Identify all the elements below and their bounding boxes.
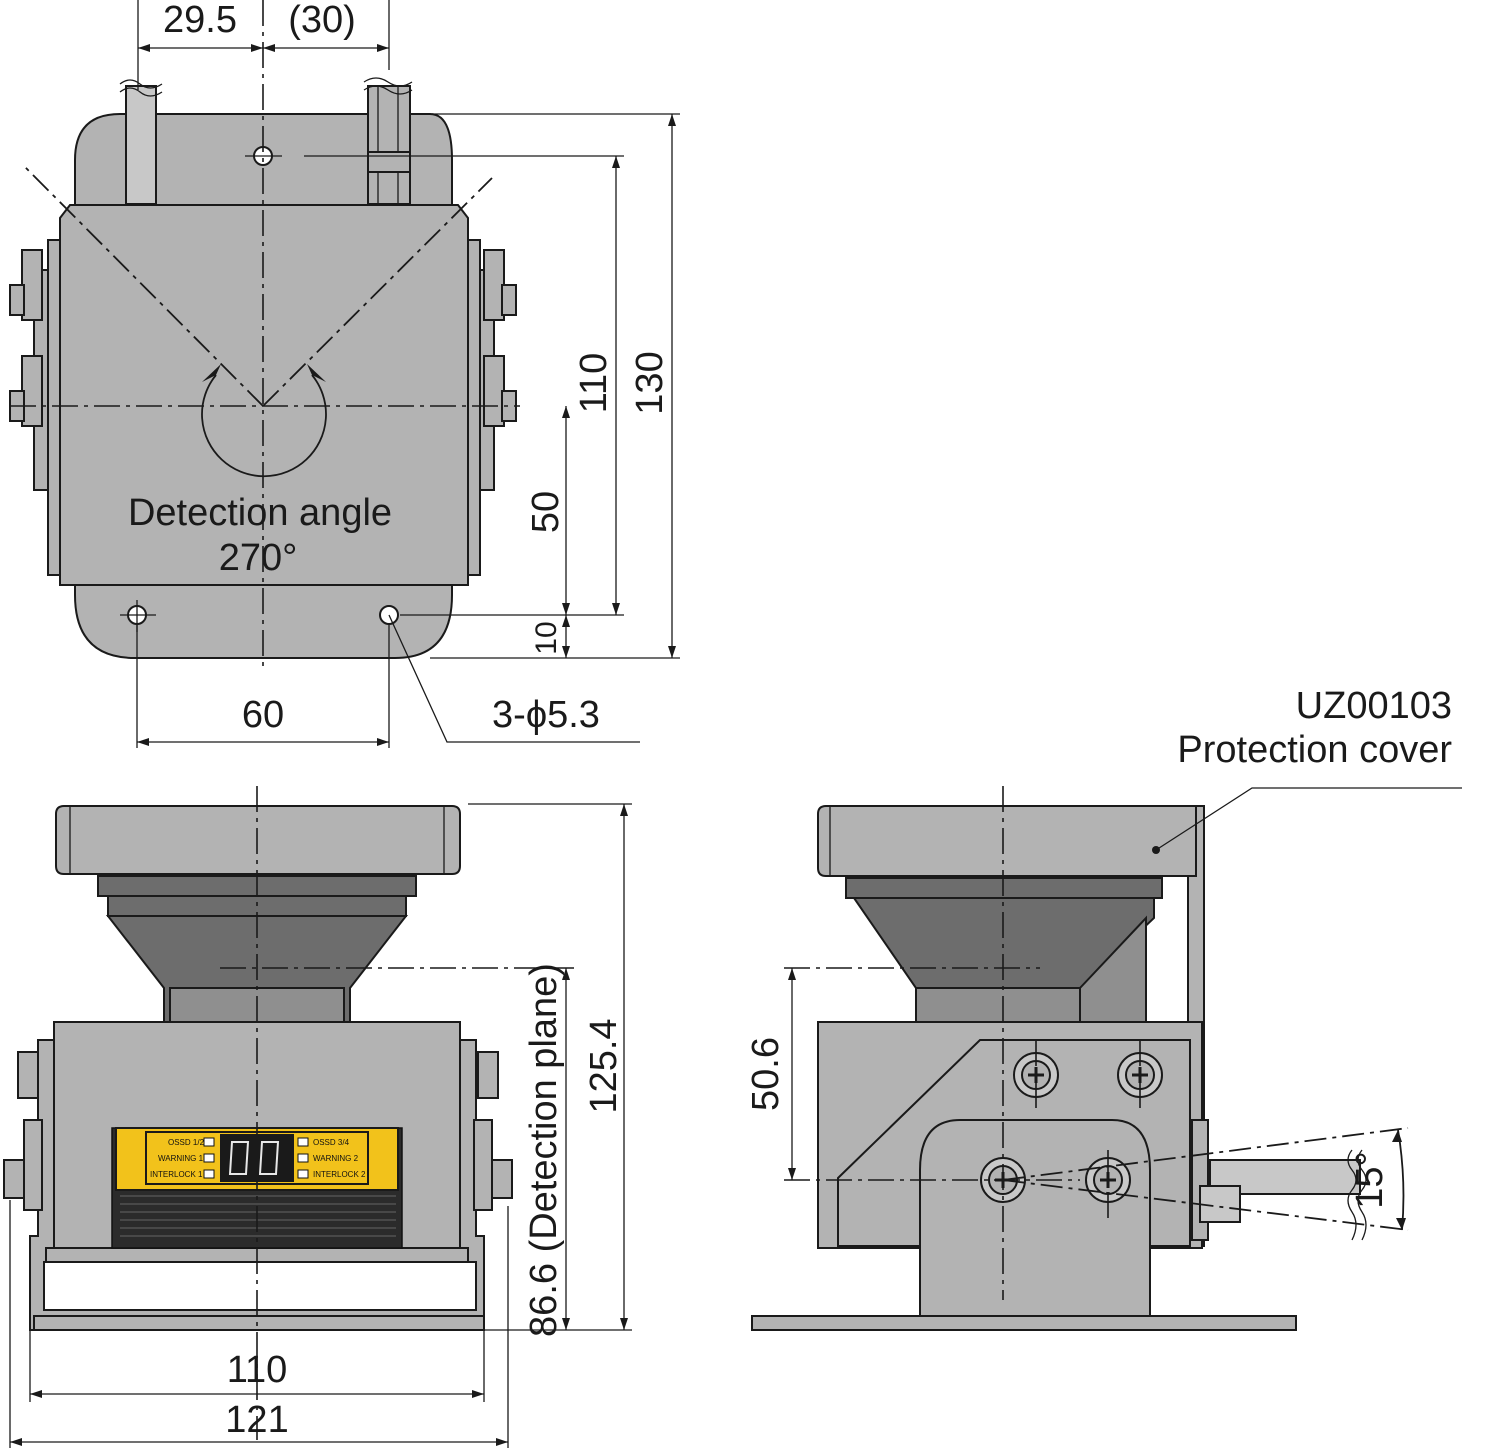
angle-label: Detection angle [128, 492, 392, 534]
dim-121: 121 [225, 1399, 288, 1441]
warning2-label: WARNING 2 [313, 1154, 359, 1163]
interlock1-label: INTERLOCK 1 [150, 1170, 203, 1179]
dim-30: (30) [288, 0, 356, 41]
part-name: Protection cover [1177, 729, 1452, 771]
hole-spec: 3-ϕ5.3 [492, 694, 600, 736]
dim-front-110: 110 [227, 1349, 288, 1391]
front-view: OSSD 1/2 WARNING 1 INTERLOCK 1 OSSD 3/4 … [3, 786, 632, 1448]
top-view: Detection angle 270° 29.5 (30) 130 110 5… [9, 0, 680, 748]
ossd12-label: OSSD 1/2 [168, 1138, 205, 1147]
dim-125-4: 125.4 [583, 1018, 625, 1113]
dim-10: 10 [530, 621, 563, 654]
dim-130: 130 [629, 351, 671, 414]
interlock2-label: INTERLOCK 2 [313, 1170, 366, 1179]
ossd34-label: OSSD 3/4 [313, 1138, 350, 1147]
warning1-label: WARNING 1 [158, 1154, 204, 1163]
dim-60: 60 [242, 694, 284, 736]
part-number: UZ00103 [1296, 685, 1452, 727]
dim-15-deg: 15° [1349, 1151, 1391, 1208]
dim-50: 50 [525, 491, 567, 533]
dim-86-6: 86.6 (Detection plane) [523, 963, 565, 1337]
side-view: 15° 50.6 UZ00103 Protection cover [745, 685, 1462, 1331]
angle-value: 270° [219, 537, 298, 579]
dim-110: 110 [573, 353, 615, 414]
dim-29-5: 29.5 [163, 0, 237, 41]
dim-50-6: 50.6 [745, 1037, 787, 1111]
